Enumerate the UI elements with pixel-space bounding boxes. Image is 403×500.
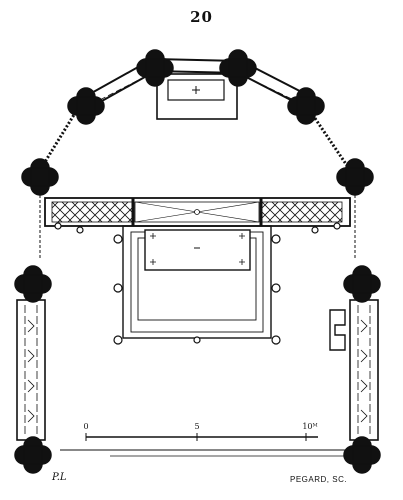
upper-arcade-wall — [38, 58, 352, 171]
mid-wall-links — [39, 195, 356, 260]
right-side-wall — [329, 299, 379, 441]
artist-signature: P.L — [51, 472, 67, 483]
base-posts — [113, 234, 281, 345]
transverse-screen — [44, 197, 351, 227]
scale-label-5: 5 — [194, 422, 199, 431]
scale-label-0: 0 — [83, 422, 88, 431]
scale-bar — [60, 433, 345, 457]
engraver-credit: PEGARD, SC. — [290, 475, 347, 484]
scale-label-10: 10ᴹ — [302, 422, 317, 431]
left-side-wall — [16, 299, 46, 441]
small-bases — [54, 222, 341, 234]
central-base — [122, 225, 272, 339]
page-number: 20 — [190, 8, 213, 26]
upper-altar — [156, 73, 238, 120]
